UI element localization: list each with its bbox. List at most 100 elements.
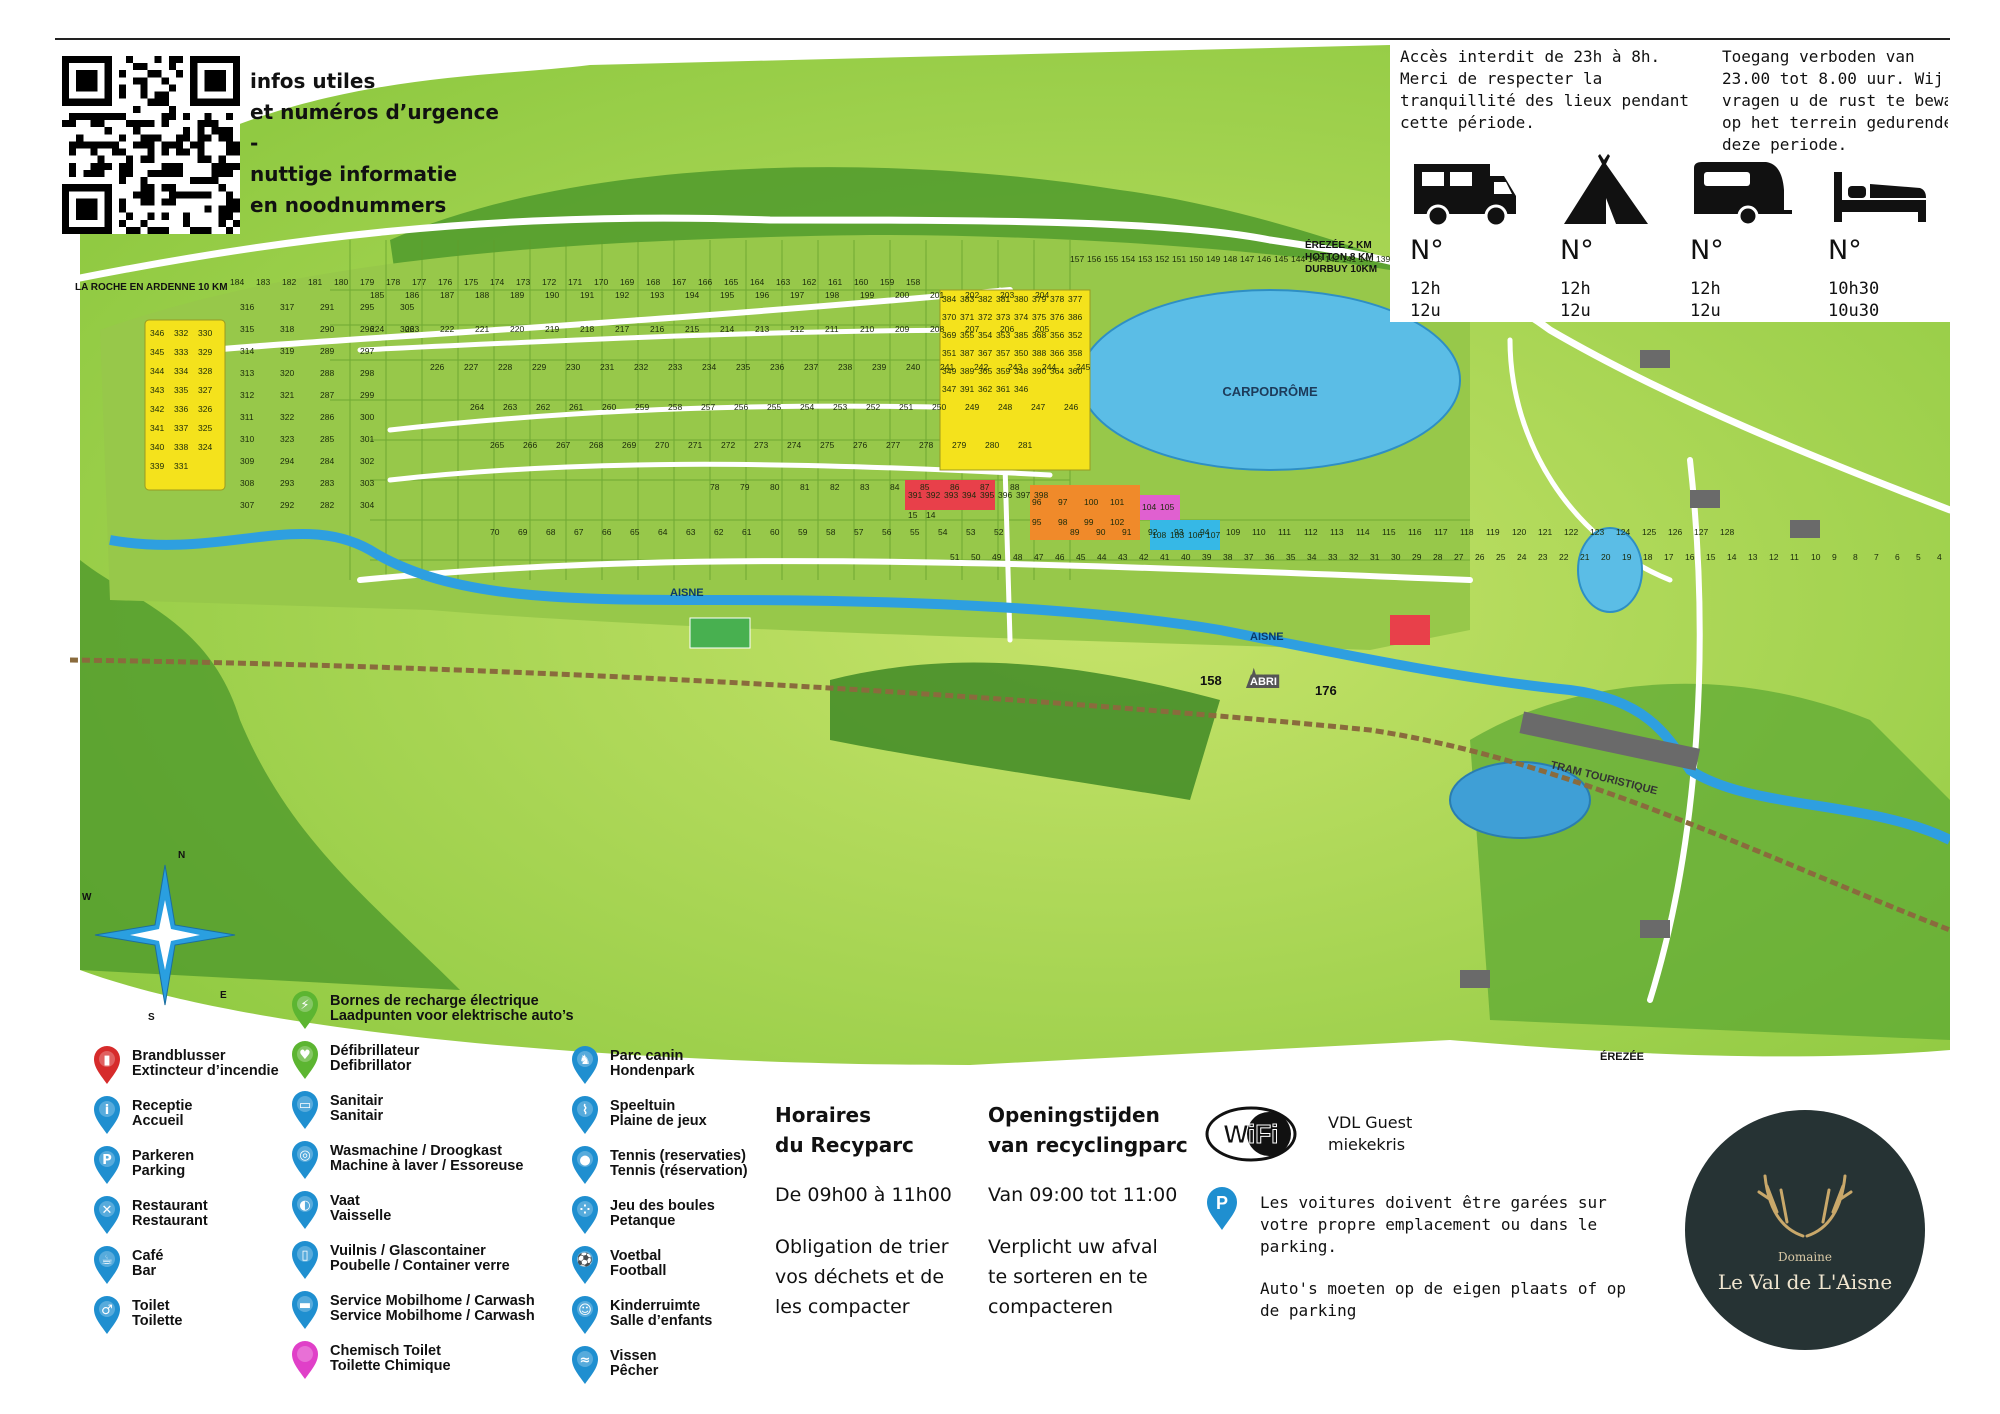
plot-number[interactable]: 290 [320, 324, 334, 334]
plot-number[interactable]: 101 [1110, 497, 1124, 507]
plot-number[interactable]: 79 [740, 482, 750, 492]
plot-number[interactable]: 190 [545, 290, 559, 300]
plot-number[interactable]: 15 [1706, 552, 1716, 562]
plot-number[interactable]: 301 [360, 434, 374, 444]
plot-number[interactable]: 353 [996, 330, 1010, 340]
plot-number[interactable]: 176 [438, 277, 452, 287]
plot-number[interactable]: 168 [646, 277, 660, 287]
plot-number[interactable]: 116 [1408, 527, 1422, 537]
plot-number[interactable]: 309 [240, 456, 254, 466]
plot-number[interactable]: 268 [589, 440, 603, 450]
plot-number[interactable]: 239 [872, 362, 886, 372]
plot-number[interactable]: 119 [1486, 527, 1500, 537]
plot-number[interactable]: 375 [1032, 312, 1046, 322]
plot-number[interactable]: 384 [942, 294, 956, 304]
plot-number[interactable]: 159 [880, 277, 894, 287]
plot-number[interactable]: 316 [240, 302, 254, 312]
plot-number[interactable]: 180 [334, 277, 348, 287]
plot-number[interactable]: 178 [386, 277, 400, 287]
plot-number[interactable]: 192 [615, 290, 629, 300]
plot-number[interactable]: 255 [767, 402, 781, 412]
plot-number[interactable]: 306 [400, 324, 414, 334]
plot-number[interactable]: 100 [1084, 497, 1098, 507]
plot-number[interactable]: 152 [1155, 254, 1169, 264]
plot-number[interactable]: 183 [256, 277, 270, 287]
plot-number[interactable]: 276 [853, 440, 867, 450]
plot-number[interactable]: 236 [770, 362, 784, 372]
plot-number[interactable]: 394 [962, 490, 976, 500]
plot-number[interactable]: 140 [1359, 254, 1373, 264]
plot-number[interactable]: 154 [1121, 254, 1135, 264]
plot-number[interactable]: 366 [1050, 348, 1064, 358]
plot-number[interactable]: 181 [308, 277, 322, 287]
plot-number[interactable]: 310 [240, 434, 254, 444]
plot-number[interactable]: 229 [532, 362, 546, 372]
plot-number[interactable]: 107 [1206, 530, 1220, 540]
plot-number[interactable]: 251 [899, 402, 913, 412]
plot-number[interactable]: 70 [490, 527, 500, 537]
plot-number[interactable]: 243 [1008, 362, 1022, 372]
plot-number[interactable]: 52 [994, 527, 1004, 537]
plot-number[interactable]: 333 [174, 347, 188, 357]
plot-number[interactable]: 128 [1720, 527, 1734, 537]
plot-number[interactable]: 54 [938, 527, 948, 537]
plot-number[interactable]: 264 [470, 402, 484, 412]
plot-number[interactable]: 201 [930, 290, 944, 300]
plot-number[interactable]: 288 [320, 368, 334, 378]
plot-number[interactable]: 15 [908, 510, 918, 520]
plot-number[interactable]: 354 [978, 330, 992, 340]
plot-number[interactable]: 149 [1206, 254, 1220, 264]
plot-number[interactable]: 78 [710, 482, 720, 492]
plot-number[interactable]: 253 [833, 402, 847, 412]
plot-number[interactable]: 29 [1412, 552, 1422, 562]
plot-number[interactable]: 341 [150, 423, 164, 433]
plot-number[interactable]: 305 [400, 302, 414, 312]
plot-number[interactable]: 91 [1122, 527, 1132, 537]
plot-number[interactable]: 319 [280, 346, 294, 356]
plot-number[interactable]: 55 [910, 527, 920, 537]
plot-number[interactable]: 214 [720, 324, 734, 334]
plot-number[interactable]: 211 [825, 324, 839, 334]
wifi-password[interactable]: miekekris [1328, 1135, 1406, 1154]
plot-number[interactable]: 37 [1244, 552, 1254, 562]
plot-number[interactable]: 164 [750, 277, 764, 287]
plot-number[interactable]: 90 [1096, 527, 1106, 537]
plot-number[interactable]: 277 [886, 440, 900, 450]
plot-number[interactable]: 392 [926, 490, 940, 500]
plot-number[interactable]: 156 [1087, 254, 1101, 264]
plot-number[interactable]: 248 [998, 402, 1012, 412]
plot-number[interactable]: 84 [890, 482, 900, 492]
plot-number[interactable]: 40 [1181, 552, 1191, 562]
plot-number[interactable]: 231 [600, 362, 614, 372]
plot-number[interactable]: 160 [854, 277, 868, 287]
plot-number[interactable]: 281 [1018, 440, 1032, 450]
plot-number[interactable]: 166 [698, 277, 712, 287]
plot-number[interactable]: 112 [1304, 527, 1318, 537]
plot-number[interactable]: 240 [906, 362, 920, 372]
plot-number[interactable]: 220 [510, 324, 524, 334]
plot-number[interactable]: 303 [360, 478, 374, 488]
plot-number[interactable]: 170 [594, 277, 608, 287]
plot-number[interactable]: 327 [198, 385, 212, 395]
plot-number[interactable]: 280 [985, 440, 999, 450]
plot-number[interactable]: 260 [602, 402, 616, 412]
plot-number[interactable]: 95 [1032, 517, 1042, 527]
plot-number[interactable]: 339 [150, 461, 164, 471]
plot-number[interactable]: 252 [866, 402, 880, 412]
plot-number[interactable]: 323 [280, 434, 294, 444]
plot-number[interactable]: 378 [1050, 294, 1064, 304]
plot-number[interactable]: 56 [882, 527, 892, 537]
plot-number[interactable]: 118 [1460, 527, 1474, 537]
plot-number[interactable]: 96 [1032, 497, 1042, 507]
plot-number[interactable]: 256 [734, 402, 748, 412]
plot-number[interactable]: 352 [1068, 330, 1082, 340]
plot-number[interactable]: 282 [320, 500, 334, 510]
plot-number[interactable]: 173 [516, 277, 530, 287]
plot-number[interactable]: 338 [174, 442, 188, 452]
plot-number[interactable]: 184 [230, 277, 244, 287]
plot-number[interactable]: 45 [1076, 552, 1086, 562]
plot-number[interactable]: 322 [280, 412, 294, 422]
plot-number[interactable]: 265 [490, 440, 504, 450]
plot-number[interactable]: 144 [1291, 254, 1305, 264]
plot-number[interactable]: 22 [1559, 552, 1569, 562]
